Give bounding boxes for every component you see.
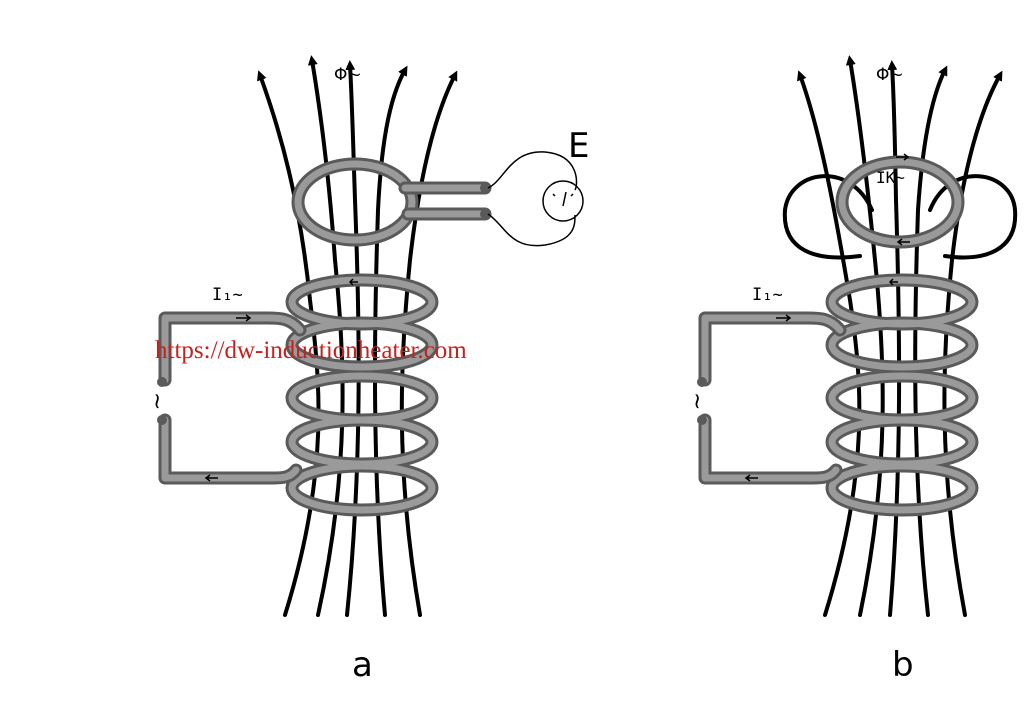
current-label-a: I₁~ [212,285,243,305]
watermark-url: https://dw-inductionheater.com [155,337,467,364]
current-label-b: I₁~ [752,285,783,305]
primary-coil-a [157,273,439,517]
flux-label-b: Φ~ [876,65,904,85]
emf-label: E [568,126,589,166]
panel-b: Φ~ I₁~ IK~ ~ b [684,55,1018,685]
ac-source-symbol-a: ~ [144,392,169,410]
secondary-loop-b [835,153,965,249]
caption-b: b [892,645,914,685]
flux-label-a: Φ~ [334,65,362,85]
secondary-loop-a [291,157,492,247]
primary-coil-b [697,273,979,517]
voltmeter [487,151,584,247]
caption-a: a [352,645,373,685]
ac-source-symbol-b: ~ [684,392,709,410]
induced-current-label: IK~ [876,168,905,187]
panel-a: Φ~ I₁~ ~ E a [144,55,589,685]
